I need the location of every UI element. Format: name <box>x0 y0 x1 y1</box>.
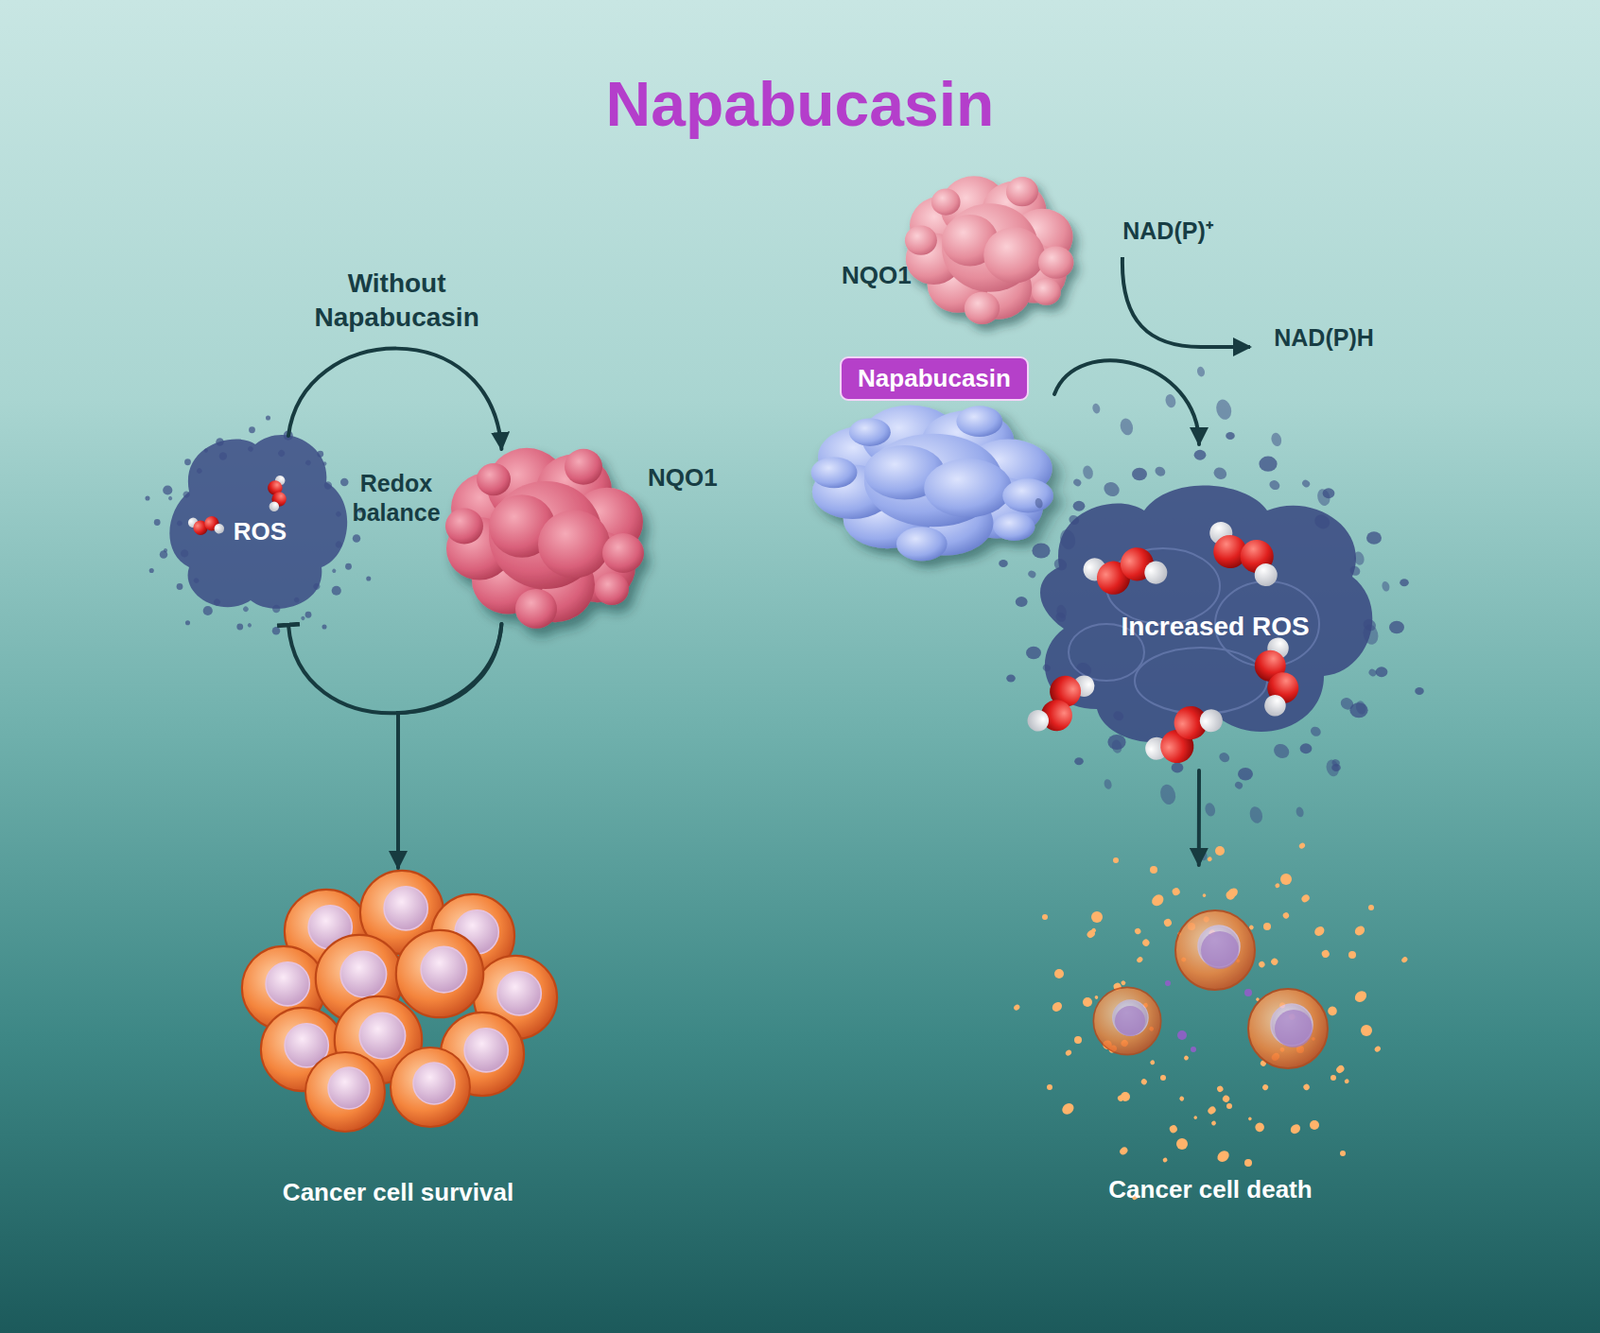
ros-specks <box>144 415 371 635</box>
node-label: NQO1 <box>647 463 718 493</box>
drug-protein-node: Napabucasin <box>815 354 1055 554</box>
h2o2-molecule <box>186 508 226 543</box>
node-label: Napabucasin <box>839 356 1029 401</box>
cell-outcome-node: Cancer cell death <box>1030 865 1391 1211</box>
h2o2-molecule <box>1024 661 1097 746</box>
cell-debris <box>1035 829 1391 1188</box>
nqo1-node: NQO1 <box>907 174 1074 317</box>
ros-specks <box>997 333 1446 883</box>
node-label: NQO1 <box>841 260 912 291</box>
node-label: Cancer cell death <box>1030 1175 1391 1205</box>
ros-specks <box>132 397 392 656</box>
node-label: Cancer cell survival <box>228 1178 568 1208</box>
flow-arrow <box>1054 360 1200 445</box>
node-label: Increased ROS <box>1021 610 1409 644</box>
h2o2-molecule <box>1236 633 1318 720</box>
node-label: ROS <box>165 517 355 547</box>
ros-specks <box>977 379 1455 834</box>
nqo1-protein <box>445 448 644 629</box>
napabucasin-protein <box>811 404 1054 561</box>
annotation-label: NAD(P)H <box>1273 323 1374 353</box>
dying-cells <box>1093 910 1328 1069</box>
h2o2-molecule <box>1141 688 1227 781</box>
edge-label: Without Napabucasin <box>288 266 506 336</box>
cell-debris <box>1042 846 1374 1167</box>
flow-arrow <box>1197 770 1201 866</box>
diagram-title: Napabucasin <box>0 66 1600 142</box>
cancer-cell-cluster <box>242 870 557 1132</box>
h2o2-molecule <box>1201 520 1285 589</box>
nqo1-node: NQO1 <box>449 449 644 625</box>
cell-debris <box>982 785 1448 1242</box>
ros-cloud-node: ROS <box>165 435 355 626</box>
nqo1-protein <box>904 175 1075 325</box>
annotation-label: Redox balance <box>334 469 458 529</box>
flow-arrow <box>398 624 502 869</box>
h2o2-molecule <box>260 473 295 513</box>
cell-debris <box>1071 877 1348 1153</box>
flow-arrow <box>288 348 502 450</box>
annotation-label: NAD(P)⁺ <box>1122 216 1214 246</box>
h2o2-molecule <box>1078 528 1171 614</box>
ros-cloud-node: Increased ROS <box>1021 444 1409 771</box>
flow-arrow <box>288 624 502 714</box>
cofactor-arrow <box>1122 257 1251 348</box>
ros-specks <box>998 432 1425 782</box>
cell-outcome-node: Cancer cell survival <box>247 868 549 1214</box>
